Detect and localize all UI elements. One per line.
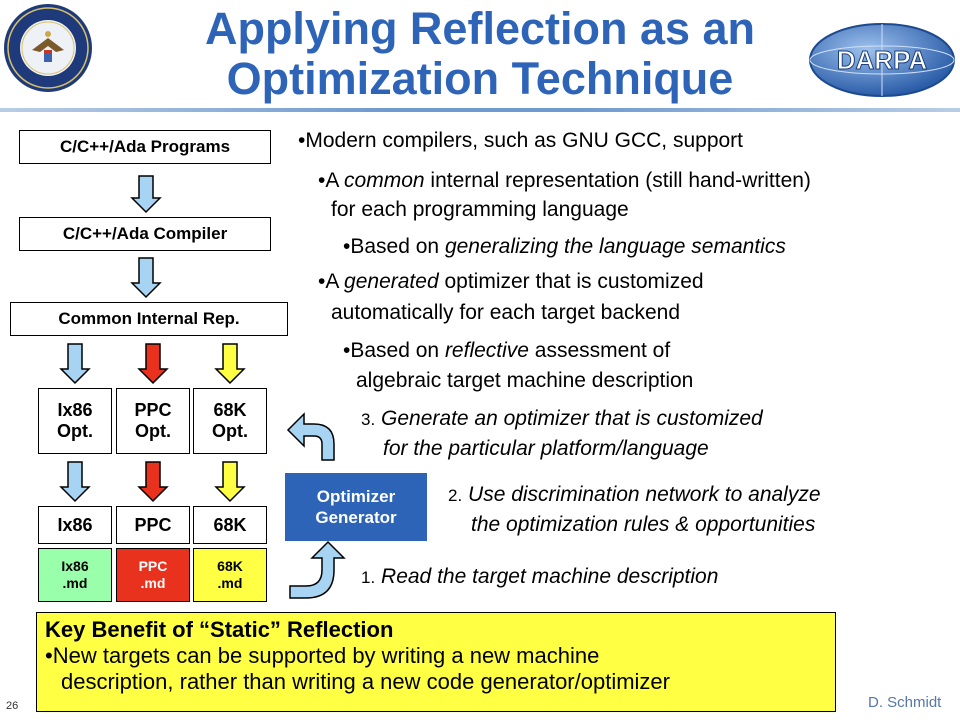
dod-seal-icon — [4, 4, 92, 92]
target-68k-label: 68K — [213, 514, 247, 535]
md-ix86-line1: Ix86 — [61, 558, 89, 574]
arrow-opt-to-target-ix86 — [59, 461, 91, 503]
key-benefit-title: Key Benefit of “Static” Reflection — [45, 617, 394, 642]
md-box-68k: 68K .md — [193, 548, 267, 602]
md-68k-line1: 68K — [217, 558, 243, 574]
bullet-5-cont: algebraic target machine description — [356, 369, 694, 392]
bullet-3: •Based on generalizing the language sema… — [343, 235, 786, 258]
title-divider — [0, 108, 960, 112]
bullet-4-cont: automatically for each target backend — [331, 301, 681, 324]
md-box-ix86: Ix86 .md — [38, 548, 112, 602]
step-1-line1: 1. Read the target machine description — [361, 565, 719, 588]
arrow-opt-to-target-68k — [214, 461, 246, 503]
curved-arrow-step3 — [286, 412, 335, 461]
target-ppc-label: PPC — [134, 514, 172, 535]
title-line-2: Optimization Technique — [226, 53, 734, 104]
opt-68k-line1: 68K — [213, 400, 247, 420]
key-benefit-line2: description, rather than writing a new c… — [61, 669, 670, 694]
arrow-programs-to-compiler — [130, 175, 162, 214]
step-3-line1: 3. Generate an optimizer that is customi… — [361, 407, 763, 430]
bullet-2-cont: for each programming language — [331, 198, 629, 221]
bullet-5: •Based on reflective assessment of — [343, 339, 671, 362]
opt-68k-line2: Opt. — [212, 421, 248, 441]
opt-ppc-line1: PPC — [134, 400, 172, 420]
compiler-box: C/C++/Ada Compiler — [19, 217, 271, 251]
key-benefit-box: Key Benefit of “Static” Reflection •New … — [36, 612, 836, 712]
md-ppc-line1: PPC — [138, 558, 168, 574]
opt-ix86-line1: Ix86 — [57, 400, 93, 420]
page-title: Applying Reflection as an Optimization T… — [130, 4, 830, 104]
optimizer-generator-box: Optimizer Generator — [285, 473, 427, 541]
target-box-ix86: Ix86 — [38, 506, 112, 544]
arrow-ir-to-opt-68k — [214, 343, 246, 385]
generator-line2: Generator — [315, 508, 397, 527]
darpa-logo-icon: DARPA — [809, 23, 955, 97]
opt-ix86-line2: Opt. — [57, 421, 93, 441]
programs-box: C/C++/Ada Programs — [19, 130, 271, 164]
bullet-4: •A generated optimizer that is customize… — [318, 270, 704, 293]
curved-arrow-step1 — [289, 540, 346, 599]
author-credit: D. Schmidt — [868, 694, 942, 711]
generator-line1: Optimizer — [316, 487, 396, 506]
step-2-line2: the optimization rules & opportunities — [471, 513, 816, 536]
arrow-opt-to-target-ppc — [137, 461, 169, 503]
programs-label: C/C++/Ada Programs — [59, 137, 231, 156]
internal-rep-box: Common Internal Rep. — [10, 302, 288, 336]
title-line-1: Applying Reflection as an — [204, 3, 756, 54]
bullet-2: •A common internal representation (still… — [318, 169, 811, 192]
opt-box-ppc: PPC Opt. — [116, 388, 190, 454]
opt-ppc-line2: Opt. — [135, 421, 171, 441]
target-ix86-label: Ix86 — [57, 514, 93, 535]
arrow-ir-to-opt-ppc — [137, 343, 169, 385]
compiler-label: C/C++/Ada Compiler — [62, 224, 228, 243]
logo-text: DARPA — [837, 45, 928, 75]
md-ix86-line2: .md — [62, 575, 88, 591]
internal-rep-label: Common Internal Rep. — [58, 309, 240, 328]
key-benefit-line1: •New targets can be supported by writing… — [45, 643, 600, 668]
opt-box-68k: 68K Opt. — [193, 388, 267, 454]
step-2-line1: 2. Use discrimination network to analyze — [448, 483, 821, 506]
target-box-68k: 68K — [193, 506, 267, 544]
step-3-line2: for the particular platform/language — [383, 437, 709, 460]
md-box-ppc: PPC .md — [116, 548, 190, 602]
opt-box-ix86: Ix86 Opt. — [38, 388, 112, 454]
page-number: 26 — [6, 700, 19, 712]
arrow-compiler-to-ir — [130, 257, 162, 299]
target-box-ppc: PPC — [116, 506, 190, 544]
md-ppc-line2: .md — [140, 575, 166, 591]
arrow-ir-to-opt-ix86 — [59, 343, 91, 385]
bullet-1: •Modern compilers, such as GNU GCC, supp… — [298, 129, 744, 152]
md-68k-line2: .md — [217, 575, 243, 591]
